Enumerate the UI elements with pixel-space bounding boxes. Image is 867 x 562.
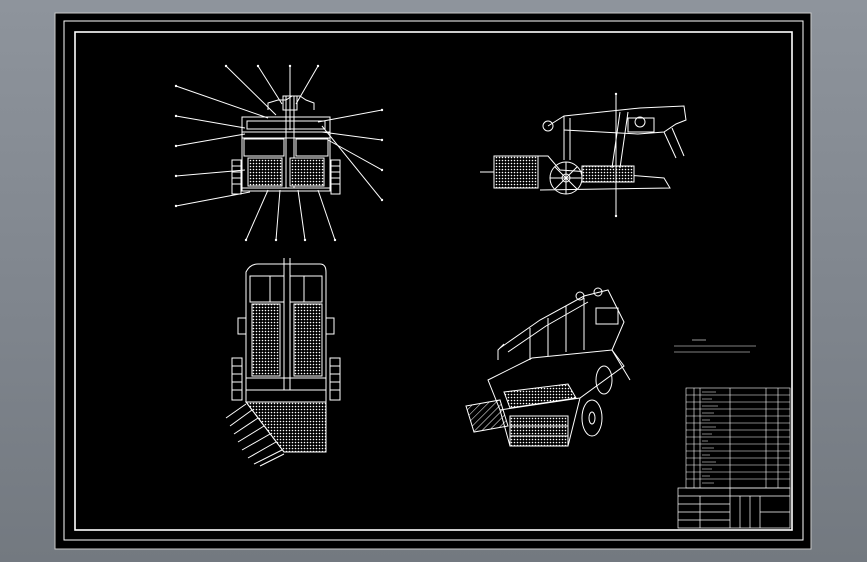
front-view xyxy=(175,65,383,241)
top-view xyxy=(225,258,341,467)
parts-list xyxy=(685,387,791,489)
isometric-view xyxy=(465,287,631,447)
parts-list-rows xyxy=(686,394,790,480)
title-block xyxy=(677,487,791,529)
outer-frame xyxy=(63,20,804,541)
inner-frame xyxy=(74,31,793,531)
drawing-sheet xyxy=(54,12,812,550)
top-view-hatch-tines xyxy=(225,403,285,467)
front-view-callout-dots xyxy=(174,64,384,242)
technical-notes xyxy=(674,339,756,353)
parts-list-entries xyxy=(702,391,718,484)
side-view-callout-dots xyxy=(614,92,618,218)
side-view xyxy=(480,94,687,216)
